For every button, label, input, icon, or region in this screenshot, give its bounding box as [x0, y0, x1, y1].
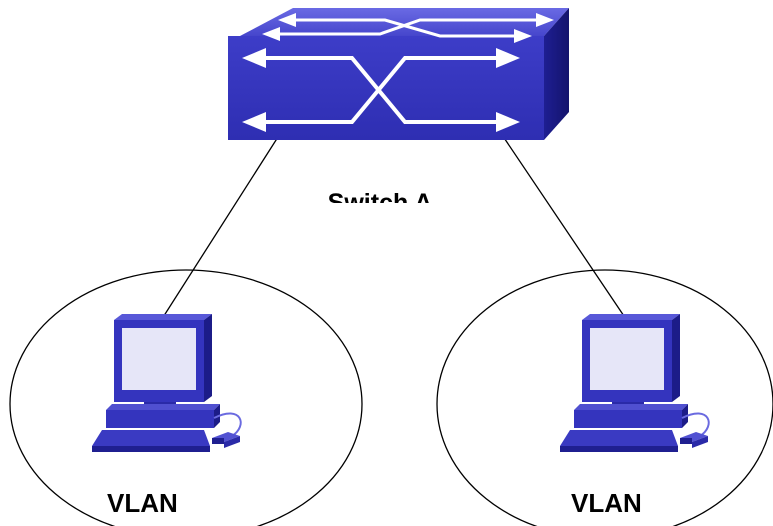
network-switch-icon	[228, 8, 569, 140]
vlan-label-right: VLAN	[571, 488, 642, 518]
link-left	[159, 125, 286, 323]
computer-icon	[560, 314, 710, 452]
switch-label: Switch A	[328, 189, 433, 217]
vlan-boundary-right	[436, 269, 773, 526]
vlan-label-left: VLAN	[107, 488, 178, 518]
computer-icon	[92, 314, 242, 452]
link-right	[489, 116, 629, 323]
vlan-boundary-left	[9, 269, 363, 526]
